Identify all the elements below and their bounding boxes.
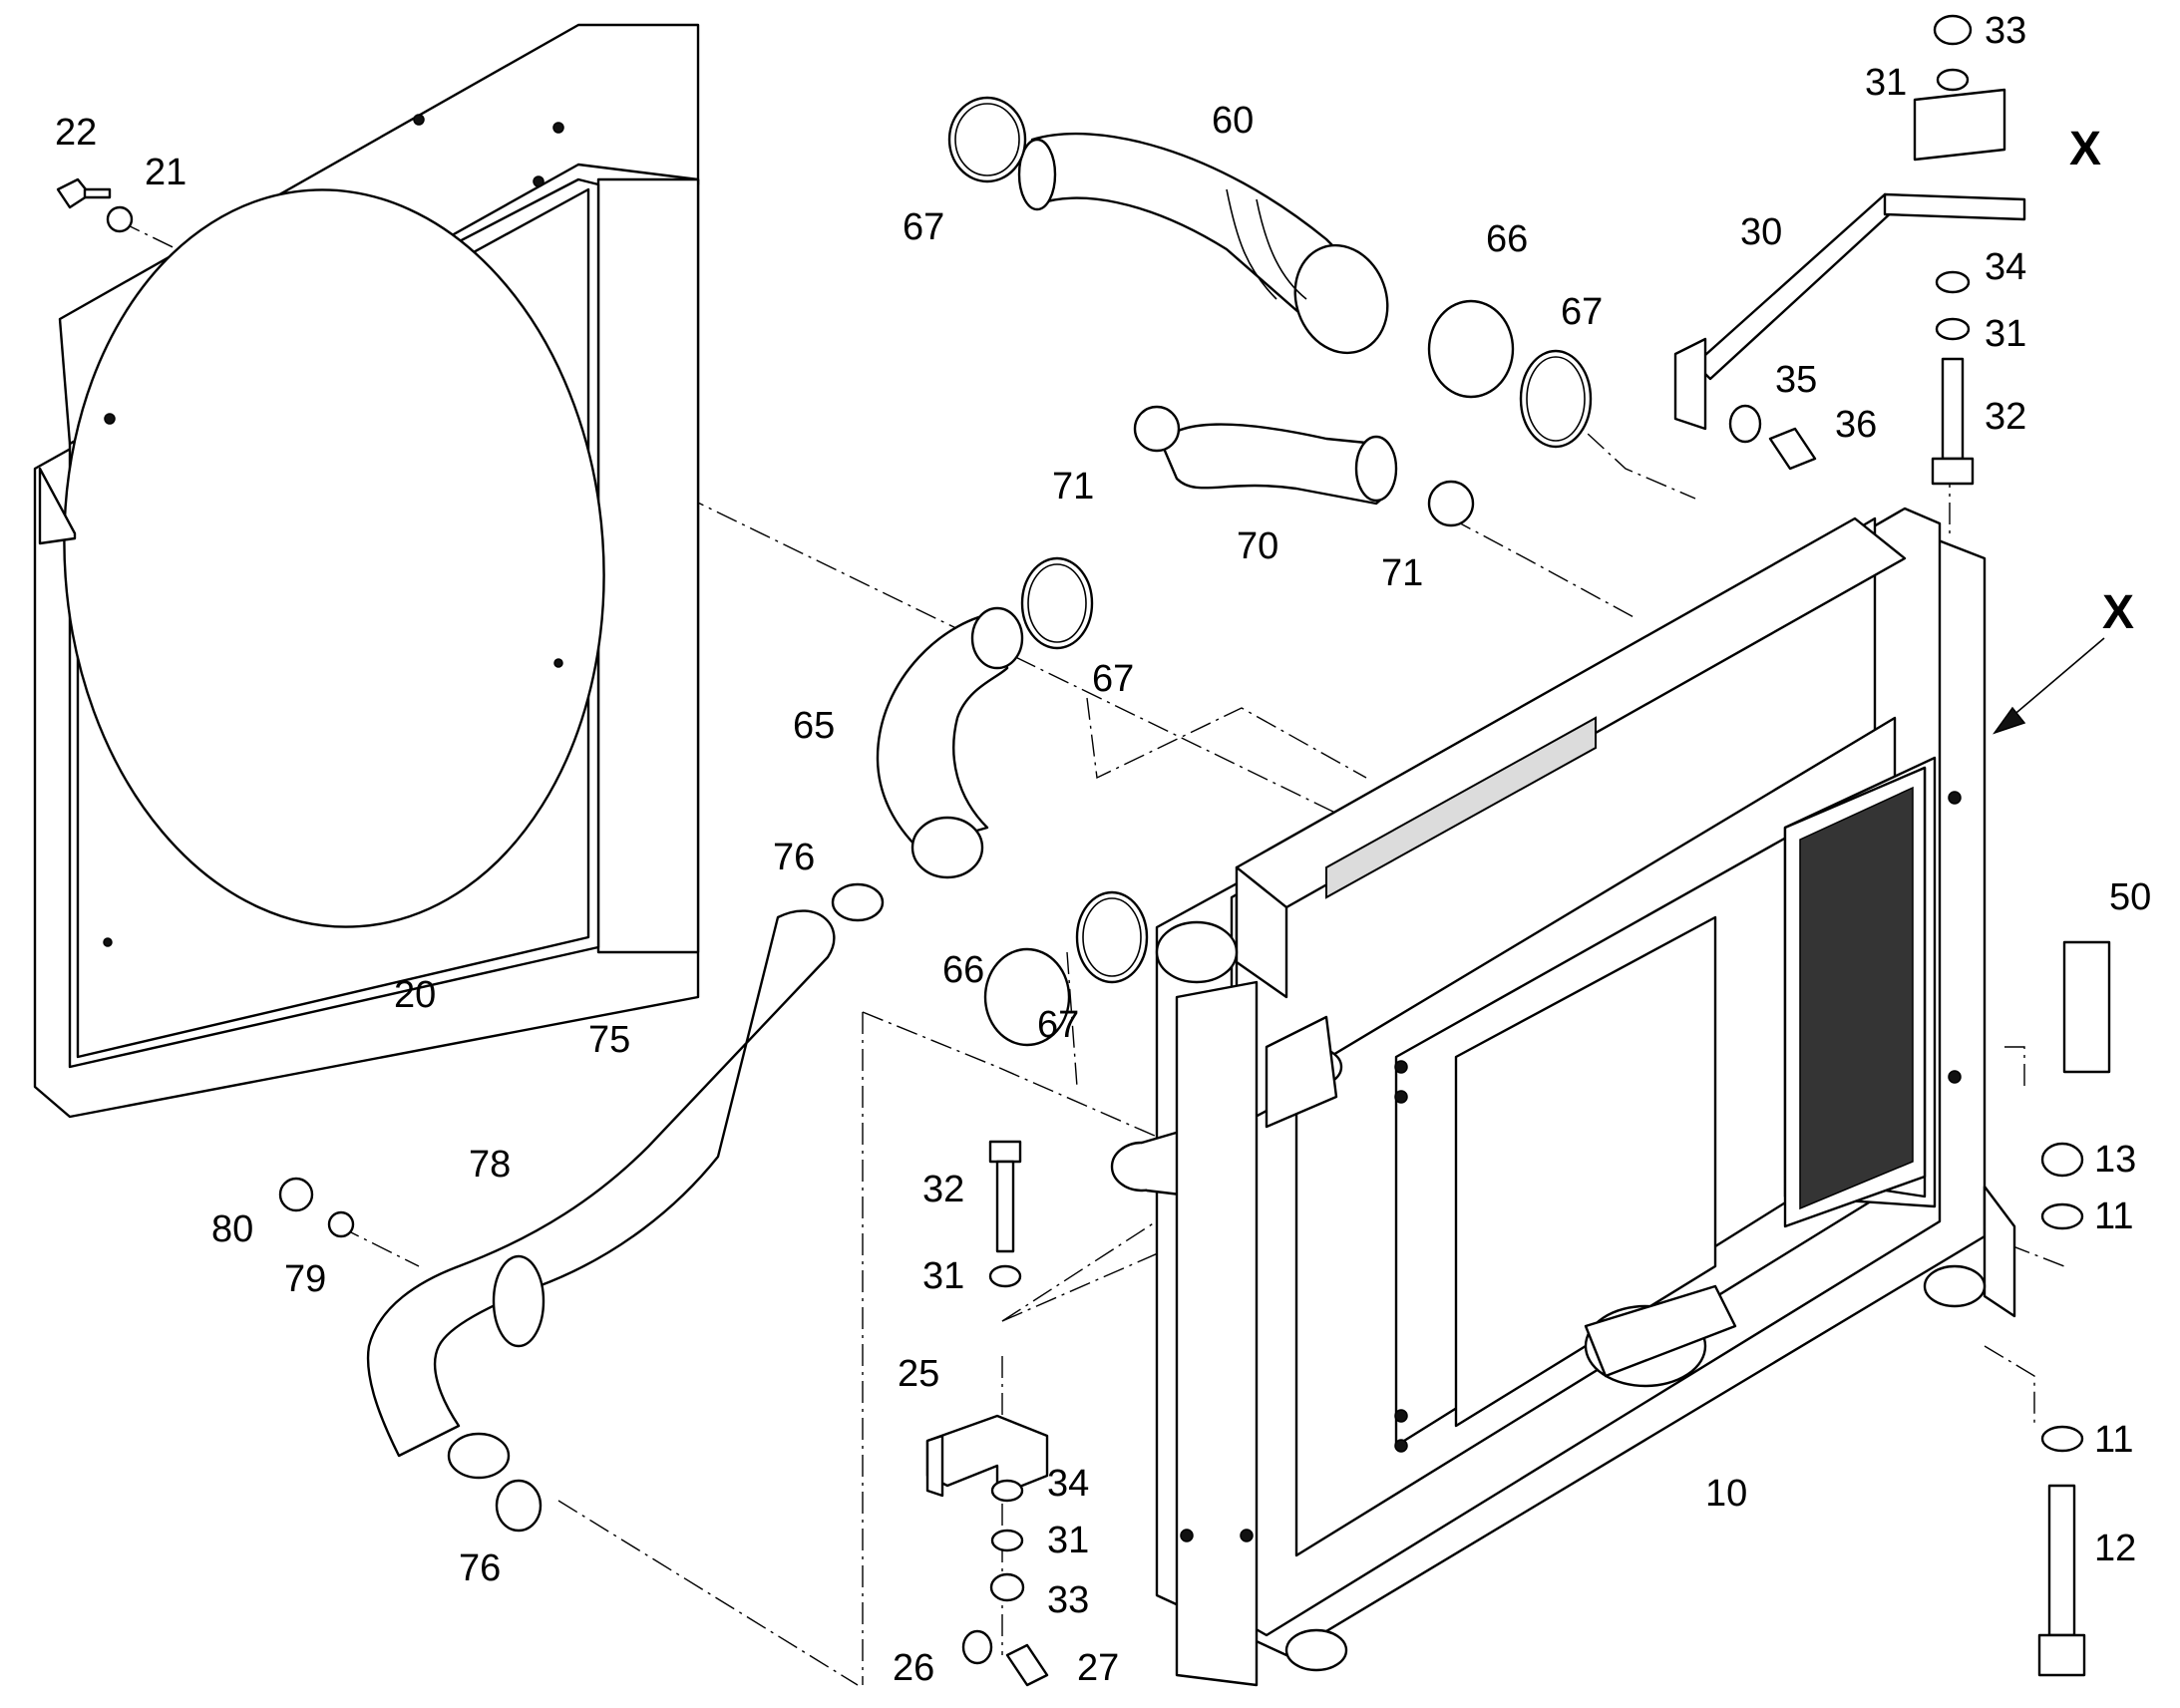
- view-mark-x: X: [2069, 123, 2101, 175]
- bracket-30: [1673, 88, 2026, 431]
- fan-shroud: [33, 23, 700, 1119]
- callout-71: 71: [1052, 466, 1094, 508]
- hose-70: [1160, 423, 1398, 506]
- callout-labels: 10 11 11 12 13 20 21 22 25 26 27 30 31 3…: [55, 10, 2151, 1689]
- hose-75: [366, 909, 836, 1480]
- callout-78: 78: [469, 1144, 511, 1186]
- view-mark-x-arrow: X: [2102, 586, 2134, 639]
- callout-79: 79: [284, 1258, 326, 1300]
- callout-67: 67: [1561, 291, 1603, 333]
- callout-32: 32: [922, 1169, 964, 1210]
- callout-12: 12: [2094, 1528, 2136, 1569]
- callout-80: 80: [211, 1208, 253, 1250]
- callout-31: 31: [1047, 1520, 1089, 1561]
- callout-11: 11: [2094, 1419, 2133, 1461]
- fasteners: [56, 14, 2111, 1687]
- clamp-66-top: [1427, 299, 1515, 399]
- callout-33: 33: [1047, 1579, 1089, 1621]
- callout-20: 20: [394, 974, 436, 1016]
- callout-70: 70: [1237, 525, 1278, 567]
- callout-60: 60: [1212, 100, 1254, 142]
- callout-66: 66: [942, 949, 984, 991]
- callout-66: 66: [1486, 218, 1528, 260]
- radiator-assembly: [1110, 507, 2016, 1687]
- callout-76: 76: [773, 837, 815, 878]
- callout-32: 32: [1985, 396, 2026, 438]
- callout-11: 11: [2094, 1196, 2133, 1237]
- hose-60: [1017, 132, 1389, 355]
- clamp-76-top: [831, 882, 885, 922]
- callout-36: 36: [1835, 404, 1877, 446]
- callout-75: 75: [588, 1019, 630, 1061]
- callout-67: 67: [1092, 658, 1134, 700]
- callout-21: 21: [145, 152, 186, 193]
- callout-27: 27: [1077, 1647, 1119, 1689]
- clamps: [492, 299, 1515, 1533]
- clamp-76-bottom: [495, 1479, 543, 1533]
- callout-65: 65: [793, 705, 835, 747]
- callout-33: 33: [1985, 10, 2026, 52]
- callout-30: 30: [1740, 211, 1782, 253]
- callout-34: 34: [1985, 246, 2026, 288]
- callout-67: 67: [903, 206, 944, 248]
- callout-22: 22: [55, 112, 97, 154]
- callout-67: 67: [1037, 1004, 1079, 1046]
- callout-71: 71: [1381, 552, 1423, 594]
- callout-31: 31: [1985, 313, 2026, 355]
- clamp-66-bottom: [983, 947, 1071, 1047]
- callout-76: 76: [459, 1547, 501, 1589]
- callout-31: 31: [1865, 62, 1907, 104]
- callout-50: 50: [2109, 876, 2151, 918]
- callout-31: 31: [922, 1255, 964, 1297]
- clamp-78: [492, 1254, 545, 1348]
- callout-34: 34: [1047, 1463, 1089, 1505]
- callout-35: 35: [1775, 359, 1817, 401]
- o-rings: [947, 96, 1593, 984]
- bracket-25: [925, 1414, 1049, 1498]
- clamp-71-left: [1133, 405, 1181, 453]
- callout-25: 25: [898, 1353, 939, 1395]
- callout-26: 26: [893, 1647, 934, 1689]
- hose-65: [876, 606, 1024, 879]
- callout-13: 13: [2094, 1139, 2136, 1181]
- clamp-71-right: [1427, 480, 1475, 527]
- callout-10: 10: [1705, 1473, 1747, 1515]
- view-arrow: [1993, 637, 2105, 735]
